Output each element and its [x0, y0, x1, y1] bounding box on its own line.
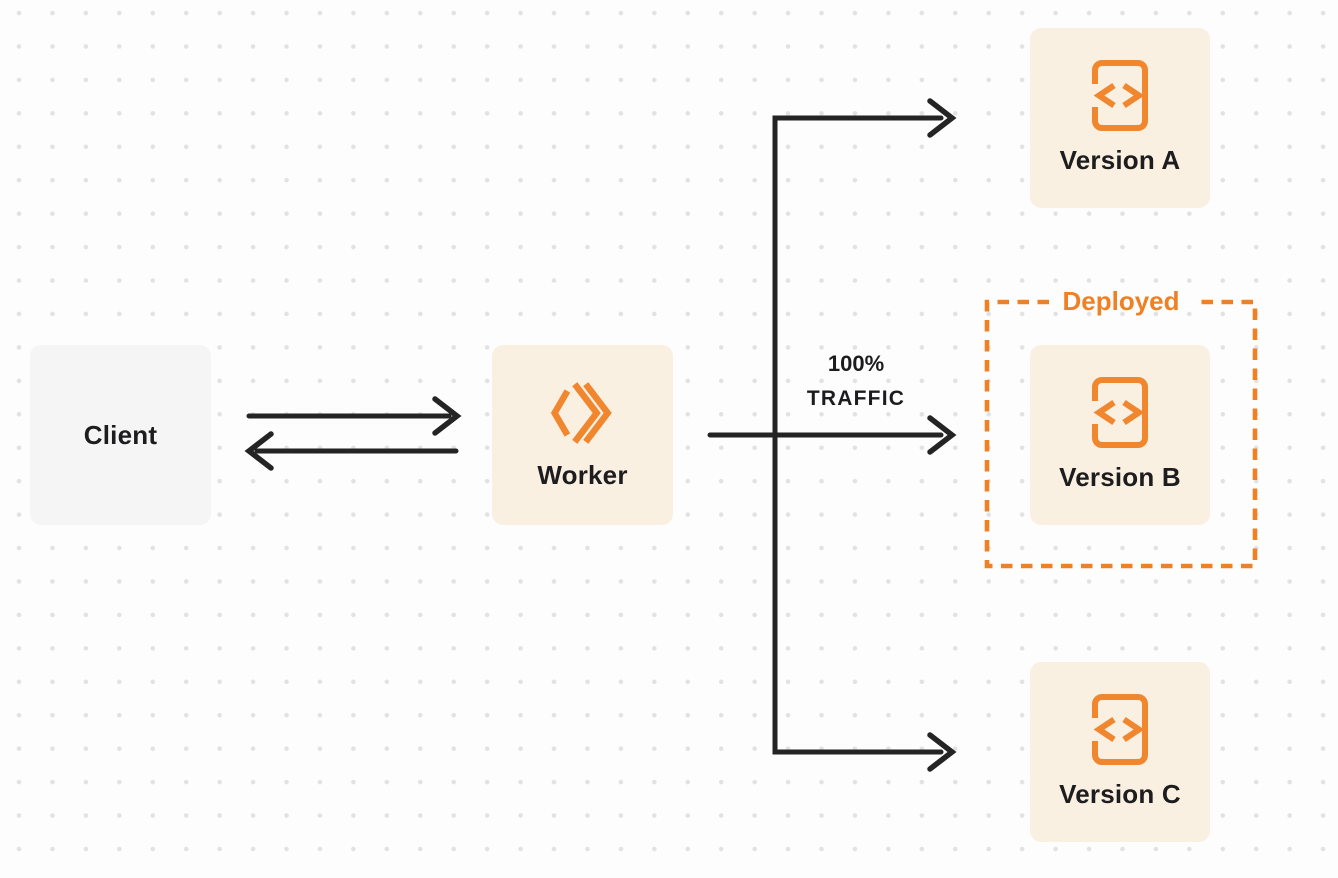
traffic-percent: 100% — [827, 351, 885, 376]
edge-client-to-worker — [246, 396, 462, 436]
node-client: Client — [30, 345, 211, 525]
traffic-label: 100% TRAFFIC — [781, 351, 931, 411]
traffic-word: TRAFFIC — [806, 387, 906, 410]
edge-worker-to-client — [244, 431, 459, 471]
version-b-label: Version B — [1059, 462, 1181, 492]
worker-label: Worker — [537, 459, 628, 490]
node-version-c: Version C — [1030, 662, 1210, 842]
code-file-icon — [1092, 60, 1148, 131]
deployed-group-border — [984, 299, 1258, 569]
workers-logo-icon — [550, 380, 616, 446]
node-worker: Worker — [492, 345, 673, 525]
version-c-label: Version C — [1059, 779, 1181, 809]
code-file-icon — [1092, 694, 1148, 765]
code-file-icon — [1092, 377, 1148, 448]
edge-worker-branches — [707, 98, 957, 772]
client-label: Client — [83, 419, 158, 450]
deployed-group-label: Deployed — [1062, 286, 1180, 316]
node-version-b: Version B — [1030, 345, 1210, 525]
node-version-a: Version A — [1030, 28, 1210, 208]
version-a-label: Version A — [1059, 145, 1181, 175]
